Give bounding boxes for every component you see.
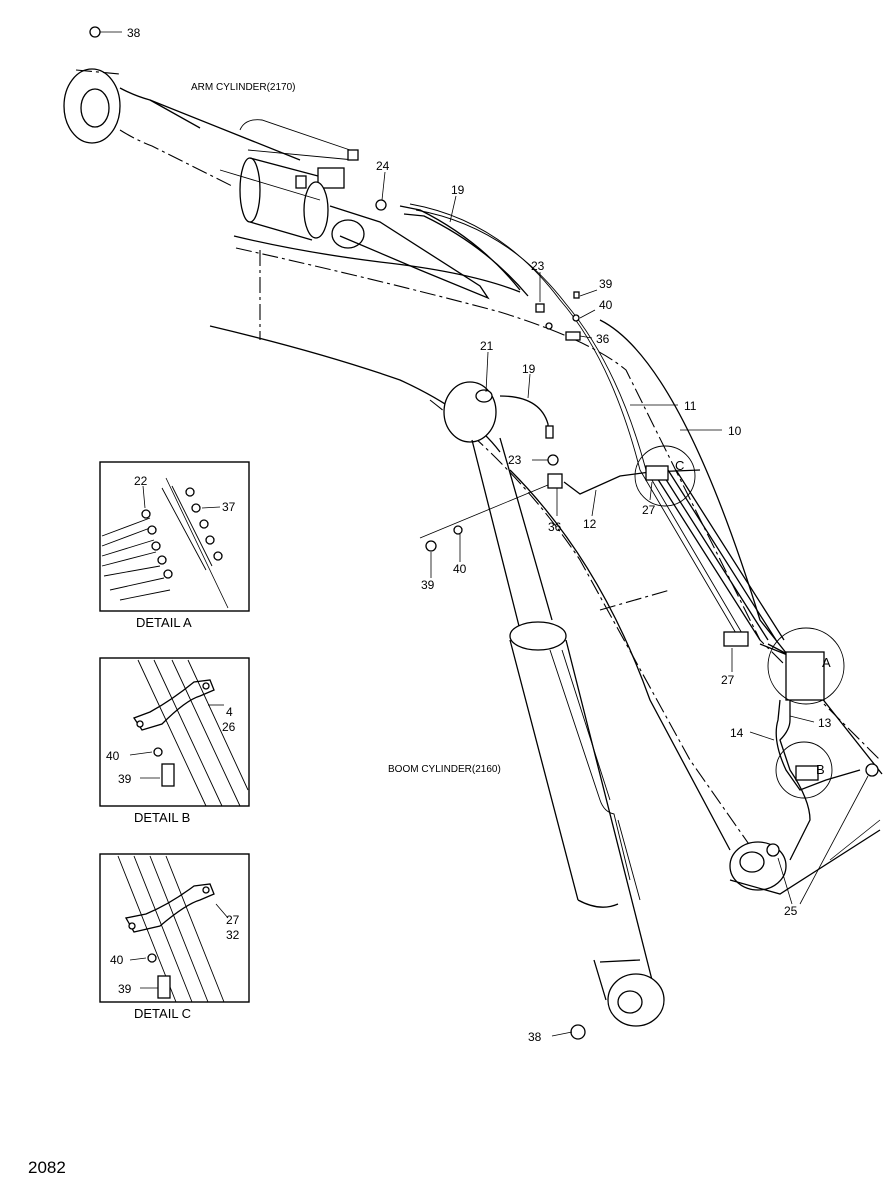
part-label: 10 xyxy=(728,424,742,438)
boom-cylinder xyxy=(443,381,665,1027)
part-label: 23 xyxy=(508,453,522,467)
part-label: 27 xyxy=(226,913,240,927)
callout-letter: A xyxy=(822,655,831,670)
detail-b-title: DETAIL B xyxy=(134,810,190,825)
part-label: 40 xyxy=(106,749,120,763)
part-label: 22 xyxy=(134,474,148,488)
pipe-lines xyxy=(399,203,861,861)
part-label: 23 xyxy=(531,259,545,273)
part-label: 14 xyxy=(730,726,744,740)
part-label: 24 xyxy=(376,159,390,173)
part-label: 40 xyxy=(453,562,467,576)
part-label: 27 xyxy=(721,673,735,687)
leader-lines xyxy=(100,31,869,1037)
detail-a-title: DETAIL A xyxy=(136,615,192,630)
part-label: 12 xyxy=(583,517,597,531)
part-label: 40 xyxy=(110,953,124,967)
callout-letter: B xyxy=(816,762,825,777)
detail-b-panel: 4 26 40 39 DETAIL B xyxy=(99,657,250,825)
detail-a-panel: 22 37 DETAIL A xyxy=(99,461,250,630)
part-label: 19 xyxy=(522,362,536,376)
arm-cylinder-label: ARM CYLINDER(2170) xyxy=(191,82,295,93)
part-label: 39 xyxy=(118,982,132,996)
part-label: 39 xyxy=(421,578,435,592)
part-label: 11 xyxy=(684,399,697,413)
callout-letter: C xyxy=(675,458,684,473)
boom-cylinder-label: BOOM CYLINDER(2160) xyxy=(388,764,501,775)
part-label: 26 xyxy=(222,720,236,734)
part-label: 36 xyxy=(596,332,610,346)
part-label: 25 xyxy=(784,904,798,918)
boom xyxy=(209,235,883,895)
part-labels: 38 ARM CYLINDER(2170) 24 19 23 39 40 36 … xyxy=(127,26,832,1044)
part-label: 38 xyxy=(127,26,141,40)
part-label: 4 xyxy=(226,705,233,719)
page-number: 2082 xyxy=(28,1158,66,1177)
detail-c-title: DETAIL C xyxy=(134,1006,191,1021)
part-label: 38 xyxy=(528,1030,542,1044)
part-label: 40 xyxy=(599,298,613,312)
part-label: 13 xyxy=(818,716,832,730)
part-label: 37 xyxy=(222,500,236,514)
part-label: 39 xyxy=(118,772,132,786)
part-label: 32 xyxy=(226,928,240,942)
part-label: 21 xyxy=(480,339,494,353)
arm-cylinder xyxy=(63,68,490,300)
detail-c-panel: 27 32 40 39 DETAIL C xyxy=(99,853,250,1021)
part-label: 19 xyxy=(451,183,465,197)
part-label: 39 xyxy=(599,277,613,291)
part-label: 27 xyxy=(642,503,656,517)
fittings xyxy=(89,26,879,1040)
detail-callouts xyxy=(634,445,845,799)
part-label: 36 xyxy=(548,520,562,534)
